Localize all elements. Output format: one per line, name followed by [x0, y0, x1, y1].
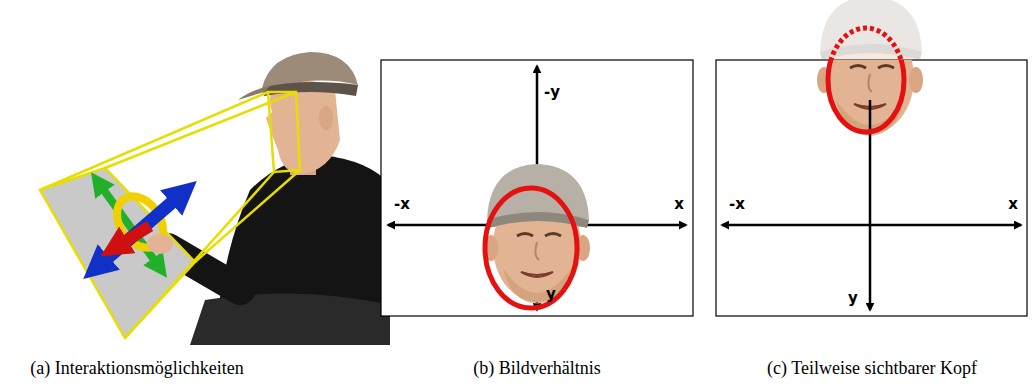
person-illustration — [168, 52, 390, 345]
axis-label: x — [674, 195, 684, 213]
view-frustum — [40, 92, 300, 338]
subfigure-caption: (c) Teilweise sichtbarer Kopf — [767, 358, 977, 379]
image-frame-b — [381, 60, 693, 316]
axis-label: x — [1008, 195, 1018, 213]
image-frame-c — [716, 0, 1027, 316]
axis-label: y — [546, 285, 556, 303]
axis-label: y — [848, 289, 858, 307]
interaction-arrows — [96, 182, 184, 268]
axis-label: -x — [729, 195, 745, 213]
subfigure-caption: (a) Interaktionsmöglichkeiten — [30, 358, 243, 379]
axis-label: -x — [394, 195, 410, 213]
subfigure-caption: (b) Bildverhältnis — [473, 358, 600, 379]
axis-label: -y — [544, 83, 560, 101]
